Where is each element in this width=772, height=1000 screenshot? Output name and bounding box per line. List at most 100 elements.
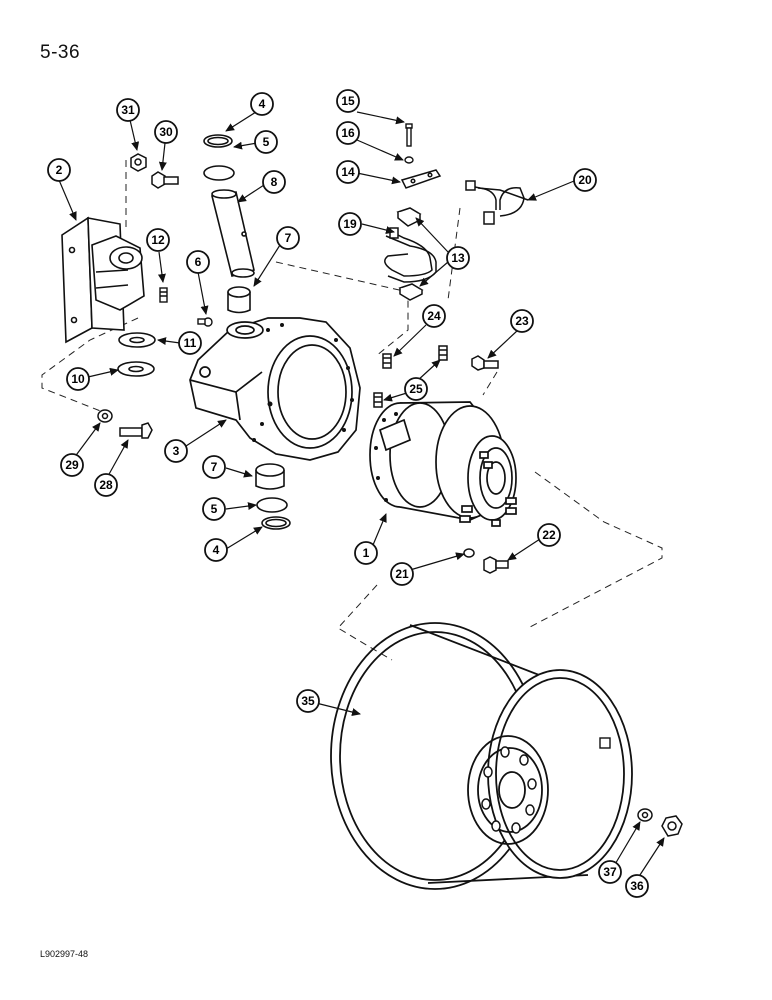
callout-4: 4 — [250, 92, 274, 116]
bolt-15 — [405, 123, 413, 147]
callout-circle — [154, 120, 178, 144]
callout-25: 25 — [404, 377, 428, 401]
callout-1: 1 — [354, 541, 378, 565]
callout-label: 3 — [173, 444, 180, 458]
callout-22: 22 — [537, 523, 561, 547]
callout-label: 12 — [151, 233, 165, 247]
callout-label: 22 — [542, 528, 556, 542]
grease-fitting-12 — [159, 287, 168, 303]
callout-label: 4 — [259, 97, 266, 111]
callout-label: 25 — [409, 382, 423, 396]
fitting-25a — [438, 345, 448, 361]
callout-label: 15 — [341, 94, 355, 108]
callout-circle — [446, 246, 470, 270]
brake-line-19 — [384, 227, 437, 283]
callout-23: 23 — [510, 309, 534, 333]
callout-label: 24 — [427, 309, 441, 323]
callout-label: 30 — [159, 125, 173, 139]
callout-12: 12 — [146, 228, 170, 252]
callout-24: 24 — [422, 304, 446, 328]
callout-circle — [47, 158, 71, 182]
callout-circle — [250, 92, 274, 116]
page-number: 5-36 — [40, 42, 81, 63]
callout-29: 29 — [60, 453, 84, 477]
callout-label: 6 — [195, 255, 202, 269]
callout-circle — [202, 455, 226, 479]
callout-circle — [390, 562, 414, 586]
steering-knuckle — [189, 317, 361, 461]
pivot-bracket — [61, 216, 145, 344]
callout-label: 11 — [184, 336, 197, 350]
callout-8: 8 — [262, 170, 286, 194]
callout-label: 20 — [578, 173, 592, 187]
assembly-dashed-lines — [41, 160, 663, 661]
callout-label: 21 — [395, 567, 409, 581]
nut-31 — [130, 153, 147, 172]
callout-label: 28 — [99, 478, 113, 492]
screw-6 — [197, 317, 213, 327]
callout-circle — [186, 250, 210, 274]
washer-16 — [404, 156, 414, 164]
callout-label: 16 — [341, 126, 355, 140]
callout-label: 8 — [271, 175, 278, 189]
callout-circle — [336, 121, 360, 145]
plug-5-upper — [203, 165, 235, 181]
brake-tube-20 — [465, 180, 529, 225]
callout-16: 16 — [336, 121, 360, 145]
callout-5: 5 — [202, 497, 226, 521]
washer-29 — [97, 409, 113, 423]
callout-label: 31 — [121, 103, 135, 117]
bolt-23 — [471, 355, 499, 371]
callout-label: 29 — [65, 458, 79, 472]
callout-circle — [537, 523, 561, 547]
callout-circle — [66, 367, 90, 391]
callout-label: 10 — [71, 372, 85, 386]
callout-7: 7 — [276, 226, 300, 250]
callout-circle — [296, 689, 320, 713]
callout-11: 11 — [178, 331, 202, 355]
callout-10: 10 — [66, 367, 90, 391]
callout-circle — [254, 130, 278, 154]
callout-35: 35 — [296, 689, 320, 713]
callout-37: 37 — [598, 860, 622, 884]
callout-19: 19 — [338, 212, 362, 236]
wheel-rim — [330, 622, 633, 890]
callout-circle — [422, 304, 446, 328]
callout-circle — [510, 309, 534, 333]
callout-31: 31 — [116, 98, 140, 122]
bushing-7-lower — [255, 463, 285, 490]
callout-circle — [116, 98, 140, 122]
callout-label: 13 — [451, 251, 465, 265]
snap-ring-4-lower — [261, 516, 291, 530]
callout-circle — [164, 439, 188, 463]
callout-label: 23 — [515, 314, 529, 328]
clip-13-lower — [398, 283, 424, 301]
callout-label: 35 — [301, 694, 315, 708]
callout-7: 7 — [202, 455, 226, 479]
washer-21 — [463, 548, 475, 558]
callout-21: 21 — [390, 562, 414, 586]
clip-13-upper — [396, 207, 422, 227]
callout-circle — [354, 541, 378, 565]
callout-circle — [202, 497, 226, 521]
callout-label: 1 — [363, 546, 370, 560]
figure-code: L902997-48 — [40, 949, 89, 959]
callout-circle — [94, 473, 118, 497]
callout-label: 7 — [211, 460, 218, 474]
callout-label: 2 — [56, 163, 63, 177]
callout-circle — [60, 453, 84, 477]
callout-label: 37 — [603, 865, 617, 879]
snap-ring-4-upper — [203, 134, 233, 148]
wheel-studs — [459, 451, 517, 527]
callout-circle — [276, 226, 300, 250]
callout-label: 5 — [211, 502, 218, 516]
callout-label: 4 — [213, 543, 220, 557]
callout-circle — [178, 331, 202, 355]
callout-circle — [573, 168, 597, 192]
washer-37 — [637, 808, 653, 822]
callout-5: 5 — [254, 130, 278, 154]
callout-label: 14 — [341, 165, 355, 179]
callout-4: 4 — [204, 538, 228, 562]
callout-circle — [204, 538, 228, 562]
